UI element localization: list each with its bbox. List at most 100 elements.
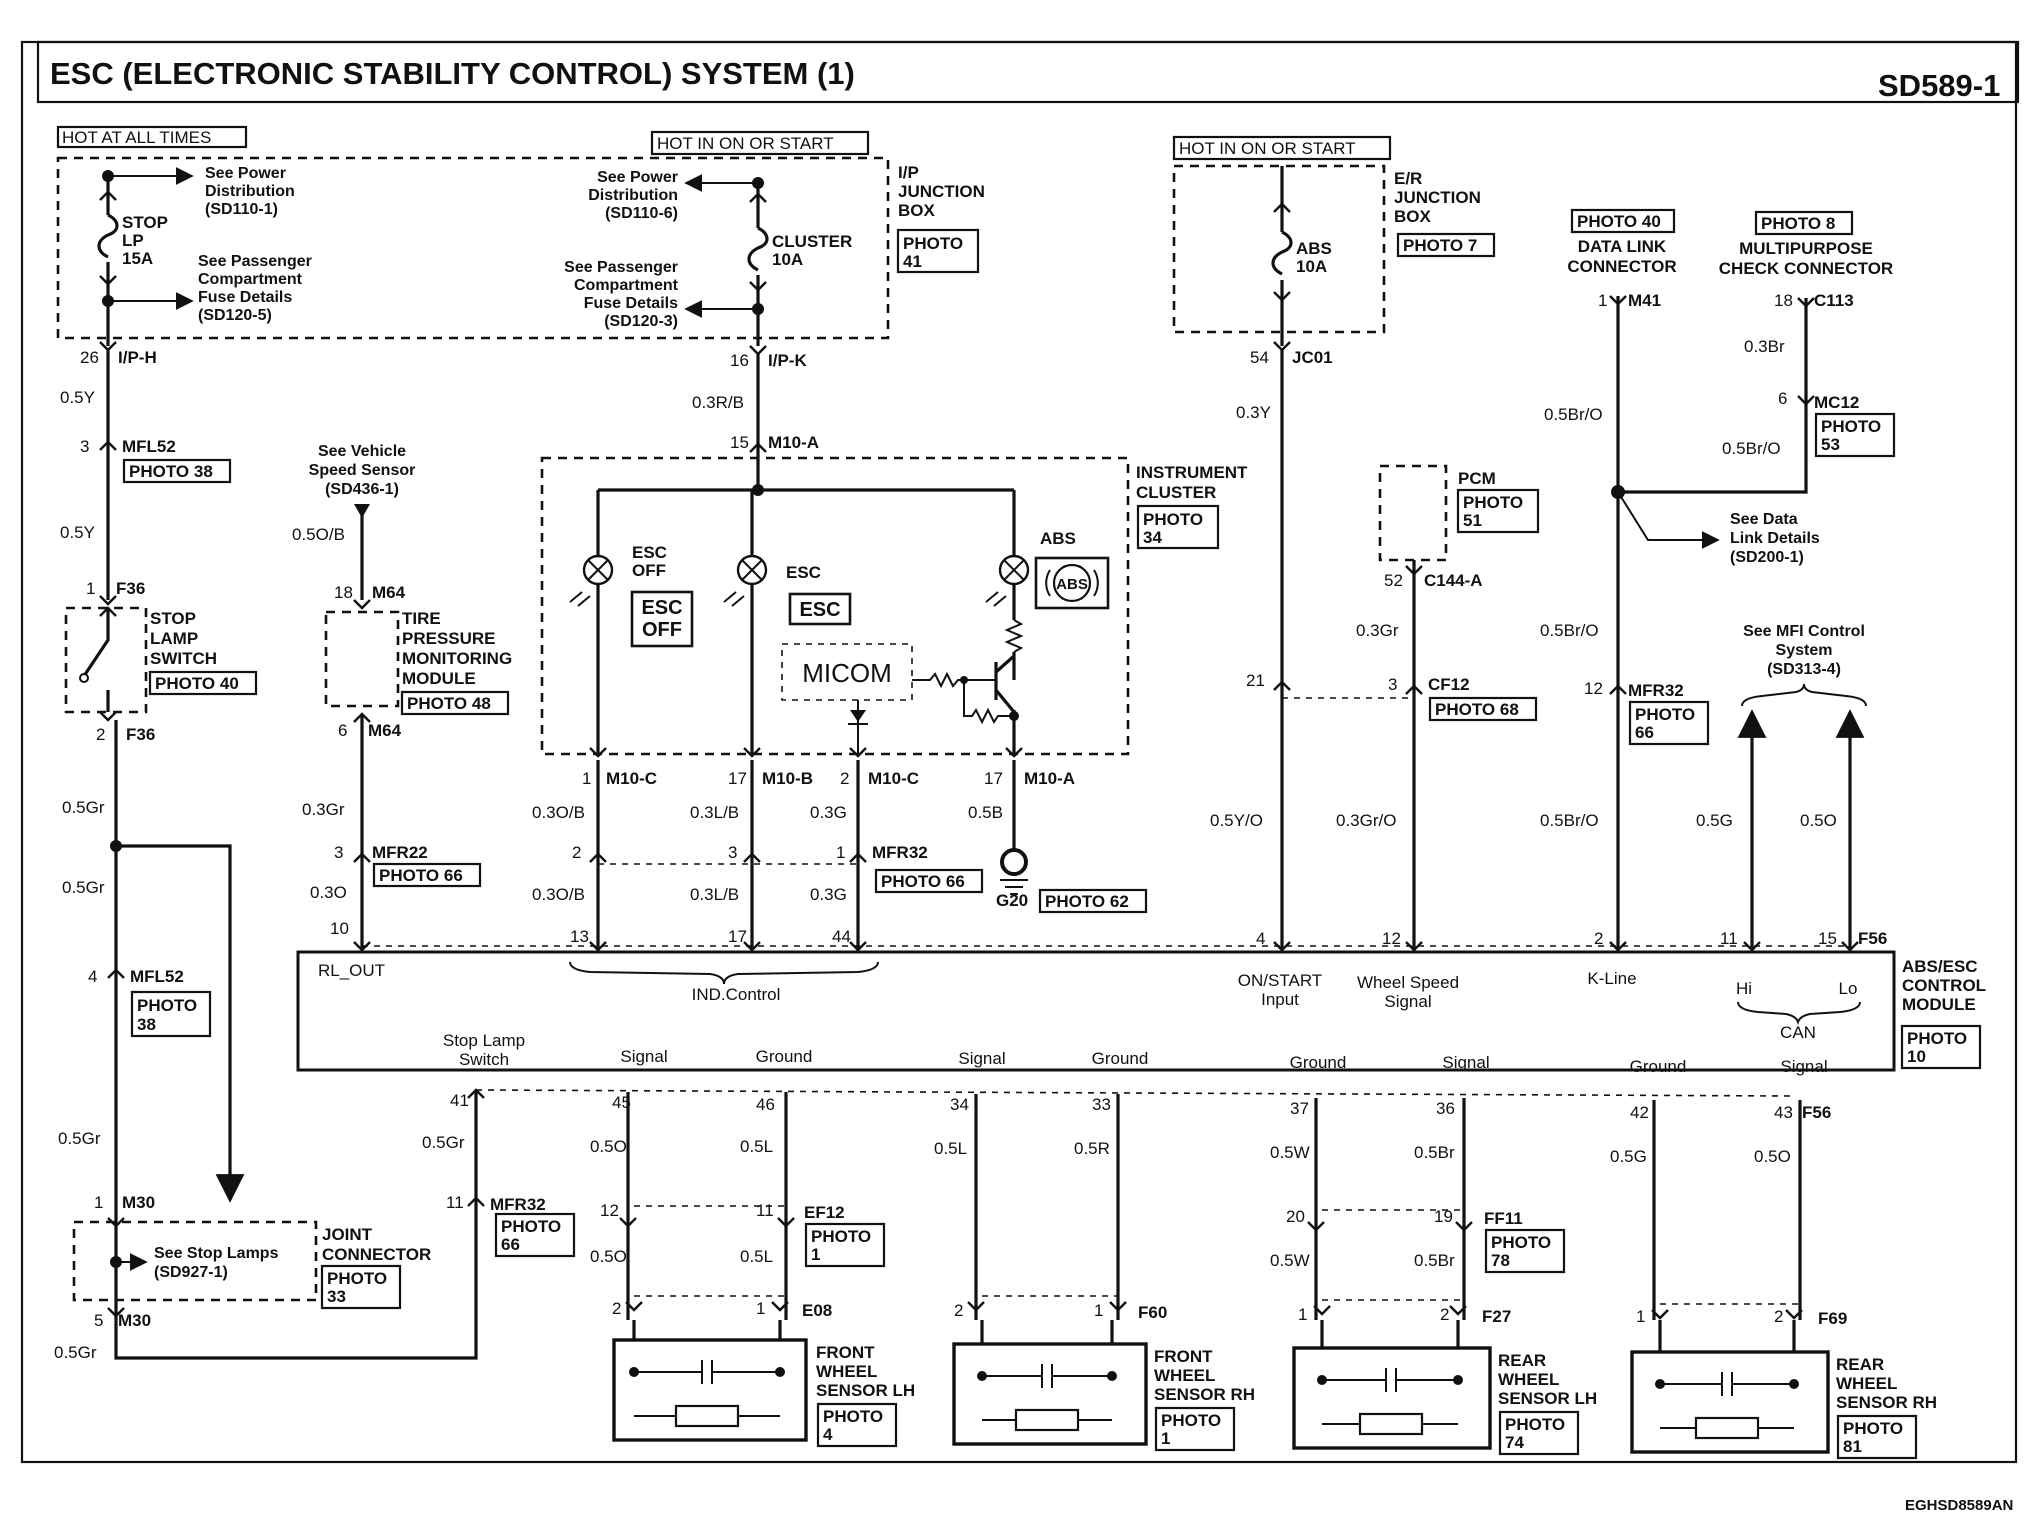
pcm-label: PCM [1458,469,1496,488]
connector-group-outline [634,1205,786,1297]
pin-number: 1 [1636,1307,1645,1326]
wire-color: 0.5Br/O [1722,439,1781,458]
junction-dot [1317,1375,1327,1385]
wire-color: 0.5G [1610,1147,1647,1166]
wire-color: 0.5O [590,1137,627,1156]
connector-label: M30 [122,1193,155,1212]
pin-number: 54 [1250,348,1269,367]
pin-number: 2 [572,843,581,862]
junction-dot [1009,711,1019,721]
pin-number: 1 [1298,1305,1307,1324]
photo-box [1570,208,1676,234]
photo-box [1900,1024,1982,1070]
abs-lamp-icon [985,559,1025,607]
stop-lamp-switch-contact [82,608,110,712]
connector-label: MFR22 [372,843,428,862]
stop-lamps-ref[interactable]: See Stop Lamps(SD927-1) [154,1245,279,1281]
photo-box [1754,210,1854,236]
connector-label: M30 [118,1311,151,1330]
pin-number: 21 [1246,671,1265,690]
pcm-outline [1378,464,1448,562]
pin-number: 3 [80,437,89,456]
connector-chevron [749,442,767,453]
wire-color: 0.5Br [1414,1251,1455,1270]
pin-number: 12 [600,1201,619,1220]
connector-label: F36 [126,725,155,744]
micom-diode-symbol [850,710,866,722]
page-code: SD589-1 [1878,68,2000,103]
pin-number: 4 [88,967,97,986]
module-pin-hi: Hi [1736,979,1752,998]
pin-number: 2 [1774,1307,1783,1326]
wire-color: 0.5L [740,1137,773,1156]
wire-color: 0.3Gr/O [1336,811,1396,830]
photo-label: PHOTO 48 [407,694,491,713]
wire-color: 0.3Y [1236,403,1271,422]
pin-number: 17 [728,927,747,946]
instrument-cluster-outline [540,456,1130,756]
module-pin-signal: Signal [1780,1057,1827,1076]
connector-label: M10-B [762,769,813,788]
connector-label: C144-A [1424,571,1483,590]
pin-number: 1 [836,843,845,862]
photo-label: PHOTO 38 [129,462,213,481]
pin-number: 17 [728,769,747,788]
pin-number: 44 [832,927,851,946]
wire-color: 0.5W [1270,1251,1310,1270]
sensor-capacitor [1322,1368,1458,1392]
mfi-bracket [1741,683,1867,707]
connector-chevron [353,941,371,952]
connector-label: MC12 [1814,393,1859,412]
photo-box [1484,1228,1566,1274]
pin-number: 2 [96,725,105,744]
connector-label: M10-C [606,769,657,788]
junction-dot [1655,1379,1665,1389]
module-pin-ground: Ground [756,1047,813,1066]
title-bar [36,40,2020,104]
wire-color: 0.5Gr [54,1343,97,1362]
wire-color: 0.5G [1696,811,1733,830]
pin-number: 45 [612,1093,631,1112]
connector-chevron [1405,565,1423,952]
pin-number: 26 [80,348,99,367]
photo-box [400,690,510,716]
junction-dot [629,1367,639,1377]
wire-color: 0.5Y/O [1210,811,1263,830]
photo-box [130,990,212,1038]
ground-point-icon [1000,848,1028,876]
wire-color: 0.5Gr [62,878,105,897]
photo-label: PHOTO 66 [881,872,965,891]
abs-fuse-symbol [1271,230,1293,276]
pin-number: 1 [1094,1301,1103,1320]
module-pin-can: CAN [1780,1023,1816,1042]
abs-warning-icon [1045,569,1099,597]
photo-box [816,1402,898,1448]
ground-label: G20 [996,891,1028,910]
sensor-capacitor [982,1364,1112,1388]
module-bottom-connector-line [475,1089,1791,1097]
ip-junction-box-outline [56,156,890,340]
pin-number: 18 [1774,291,1793,310]
module-pin-ground: Ground [1092,1049,1149,1068]
photo-box [122,458,232,484]
connector-chevron [1609,295,1627,952]
wire-color: 0.5R [1074,1139,1110,1158]
connector-chevron [1651,1309,1803,1320]
junction-dot [110,1256,122,1268]
